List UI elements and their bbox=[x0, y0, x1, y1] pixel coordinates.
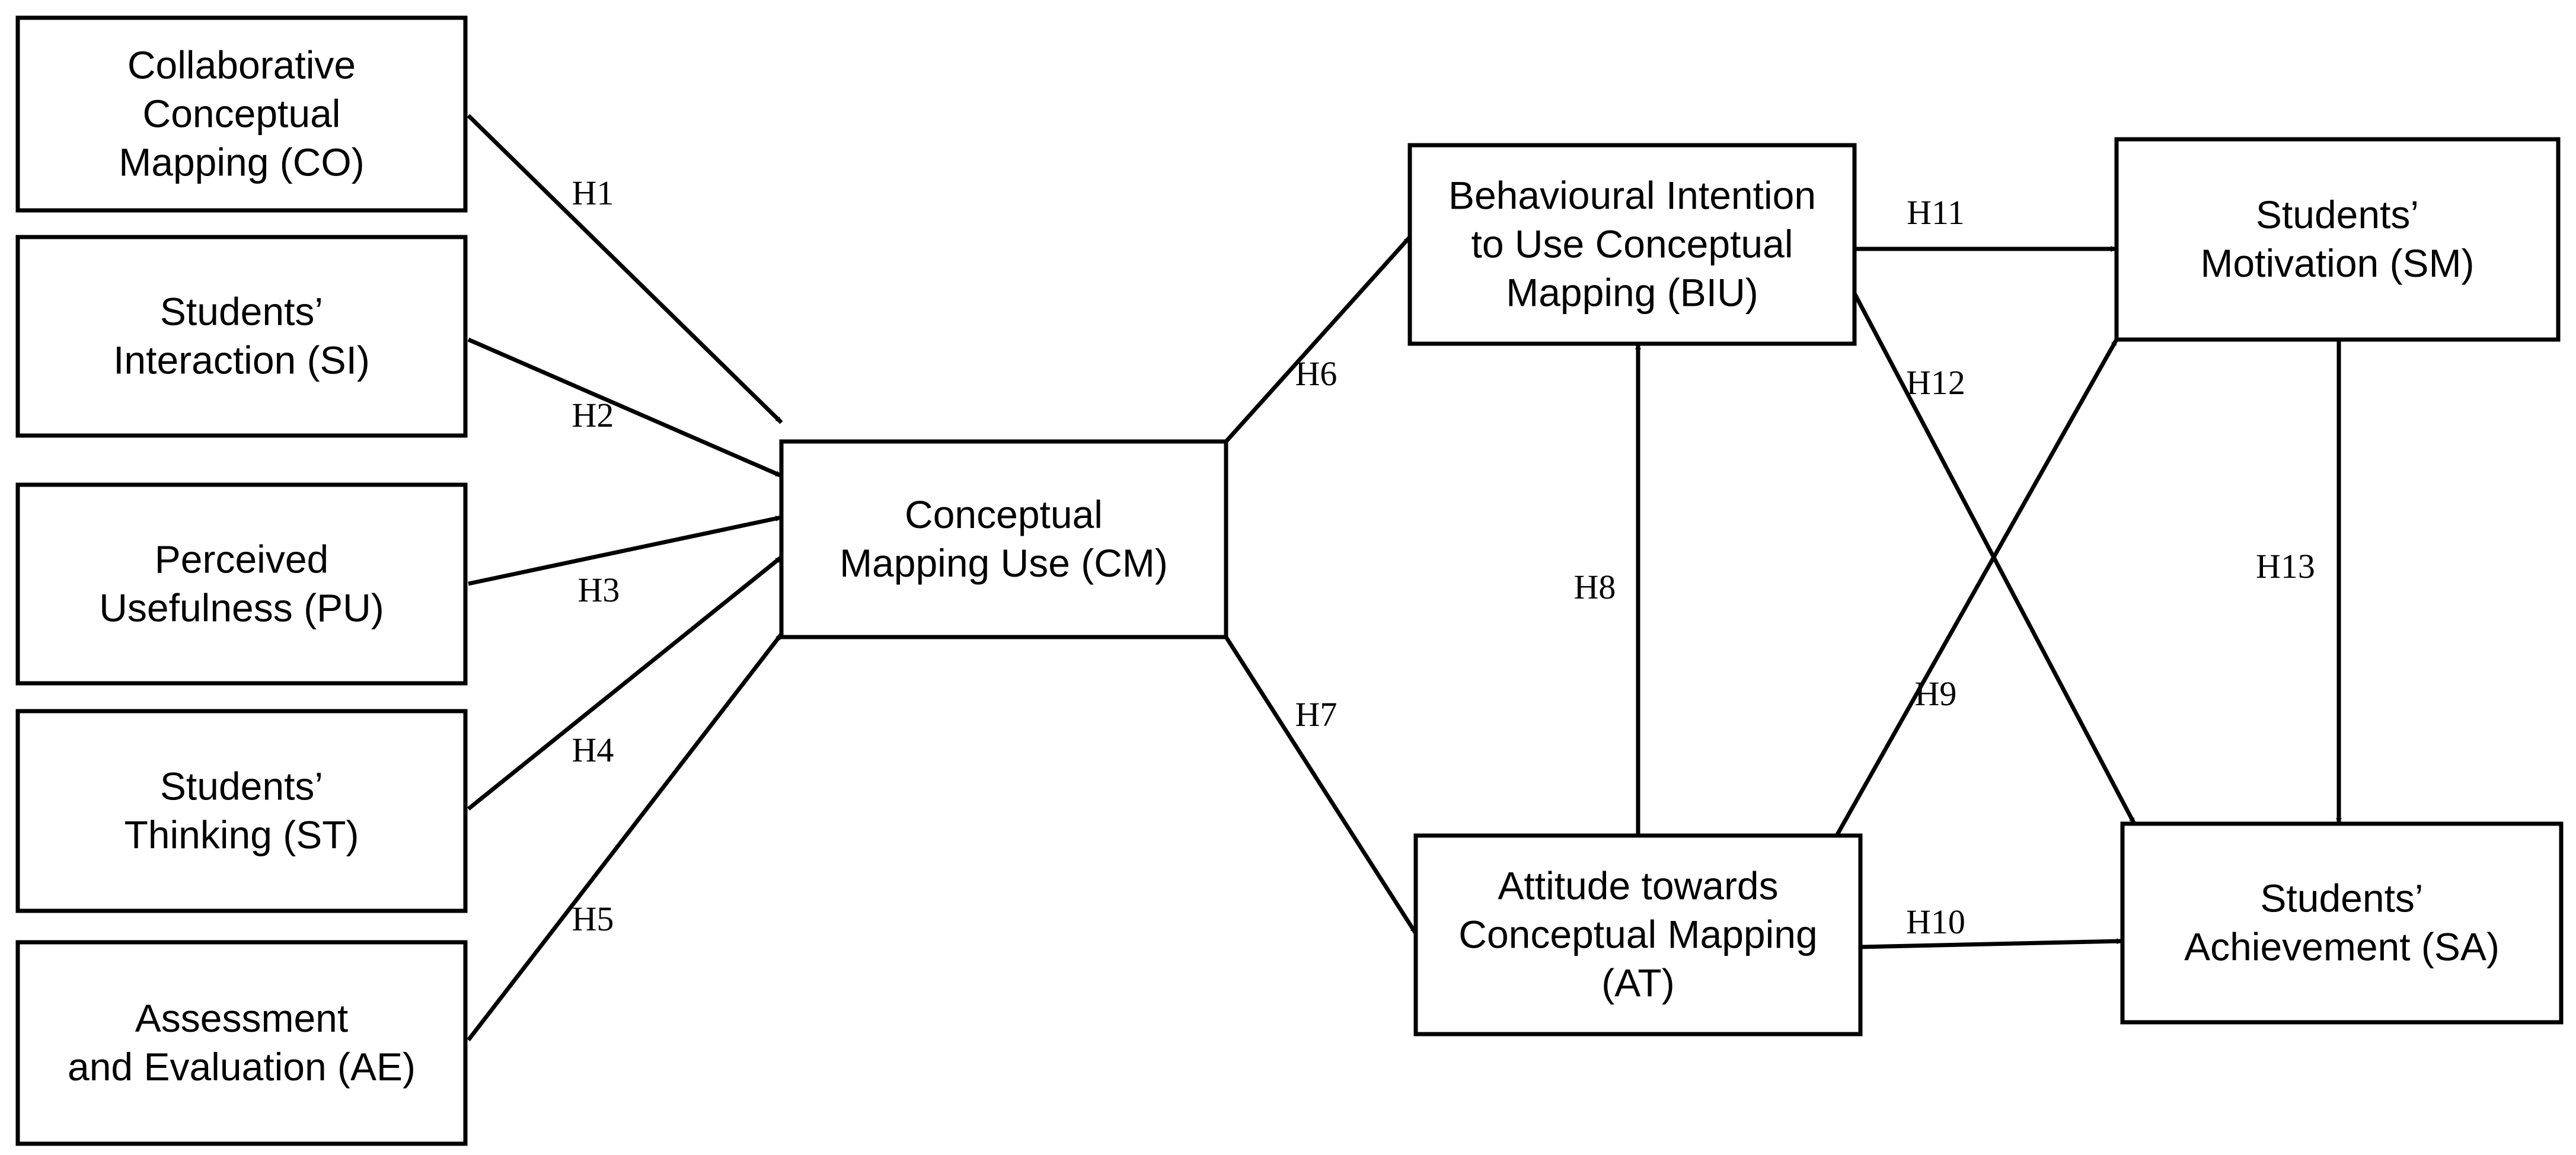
node-label-line: Attitude towards bbox=[1498, 864, 1778, 908]
node-label-line: Thinking (ST) bbox=[124, 813, 359, 857]
edge-label-h5: H5 bbox=[572, 900, 614, 938]
edge-label-h8: H8 bbox=[1574, 568, 1616, 606]
node-label-line: Conceptual bbox=[905, 492, 1103, 536]
edge-si-cm bbox=[467, 337, 783, 478]
arrow-line bbox=[1834, 338, 2119, 837]
arrow-line bbox=[468, 515, 782, 586]
arrow-line bbox=[1852, 292, 2137, 825]
node-sa: Students’ Achievement (SA) bbox=[2120, 821, 2564, 1025]
node-box bbox=[2120, 821, 2564, 1025]
node-label-line: Assessment bbox=[135, 996, 348, 1040]
node-label-line: Achievement (SA) bbox=[2184, 925, 2500, 969]
edge-label-h3: H3 bbox=[578, 571, 620, 609]
node-label-line: Students’ bbox=[2260, 876, 2423, 920]
arrow-line bbox=[467, 632, 783, 1042]
edge-label-h1: H1 bbox=[572, 174, 614, 212]
node-st: Students’ Thinking (ST) bbox=[15, 709, 468, 913]
node-box bbox=[1407, 143, 1857, 346]
node-label-line: Motivation (SM) bbox=[2200, 241, 2474, 285]
edge-co-cm bbox=[467, 114, 783, 424]
node-ae: Assessment and Evaluation (AE) bbox=[15, 940, 468, 1146]
node-biu: Behavioural Intention to Use ConceptualMa… bbox=[1407, 143, 1857, 346]
edge-cm-at bbox=[1224, 636, 1418, 935]
node-box bbox=[779, 439, 1228, 639]
node-box bbox=[15, 709, 468, 913]
node-box bbox=[15, 482, 468, 686]
arrow-line bbox=[1224, 636, 1418, 935]
edge-at-sa bbox=[1860, 938, 2123, 949]
arrow-line bbox=[467, 555, 783, 811]
node-sm: Students’ Motivation (SM) bbox=[2114, 137, 2561, 342]
edge-label-h6: H6 bbox=[1295, 354, 1338, 393]
node-label-line: Conceptual Mapping bbox=[1458, 913, 1817, 956]
edge-label-h10: H10 bbox=[1906, 903, 1965, 941]
node-label-line: Conceptual bbox=[143, 92, 341, 136]
node-label-line: and Evaluation (AE) bbox=[68, 1045, 416, 1089]
edges-layer bbox=[467, 114, 2342, 1042]
node-box bbox=[15, 940, 468, 1146]
node-box bbox=[15, 15, 468, 213]
node-label-line: Mapping Use (CM) bbox=[839, 541, 1168, 585]
node-box bbox=[1413, 833, 1863, 1036]
node-label-line: Collaborative bbox=[127, 43, 356, 87]
node-label-line: Students’ bbox=[2256, 193, 2419, 236]
arrow-line bbox=[467, 337, 783, 478]
node-label-line: Mapping (BIU) bbox=[1506, 271, 1758, 315]
node-label-line: Mapping (CO) bbox=[119, 140, 364, 184]
node-label-line: Interaction (SI) bbox=[113, 338, 370, 382]
edge-st-cm bbox=[467, 555, 783, 811]
edge-biu-sa bbox=[1852, 292, 2137, 825]
edge-label-h9: H9 bbox=[1915, 674, 1957, 713]
edge-label-h4: H4 bbox=[572, 731, 614, 769]
arrow-line bbox=[1860, 938, 2123, 949]
edge-cm-biu bbox=[1224, 235, 1412, 443]
edge-label-h2: H2 bbox=[572, 396, 614, 434]
edge-label-h13: H13 bbox=[2256, 547, 2315, 586]
node-label-line: Perceived bbox=[155, 537, 329, 581]
node-label-line: Behavioural Intention bbox=[1448, 174, 1816, 217]
arrow-line bbox=[1224, 235, 1412, 443]
edge-label-h7: H7 bbox=[1295, 695, 1338, 734]
edge-ae-cm bbox=[467, 632, 783, 1042]
node-box bbox=[15, 235, 468, 438]
node-label-line: Usefulness (PU) bbox=[99, 586, 384, 630]
node-box bbox=[2114, 137, 2561, 342]
node-label-line: Students’ bbox=[160, 290, 323, 334]
edge-pu-cm bbox=[468, 515, 782, 586]
node-label-line: to Use Conceptual bbox=[1471, 222, 1793, 266]
node-si: Students’Interaction (SI) bbox=[15, 235, 468, 438]
edge-at-sm bbox=[1834, 338, 2119, 837]
edge-label-h11: H11 bbox=[1907, 193, 1965, 232]
edge-label-h12: H12 bbox=[1906, 363, 1965, 402]
node-label-line: Students’ bbox=[160, 764, 323, 808]
node-label-line: (AT) bbox=[1601, 961, 1674, 1005]
arrow-line bbox=[467, 114, 783, 424]
